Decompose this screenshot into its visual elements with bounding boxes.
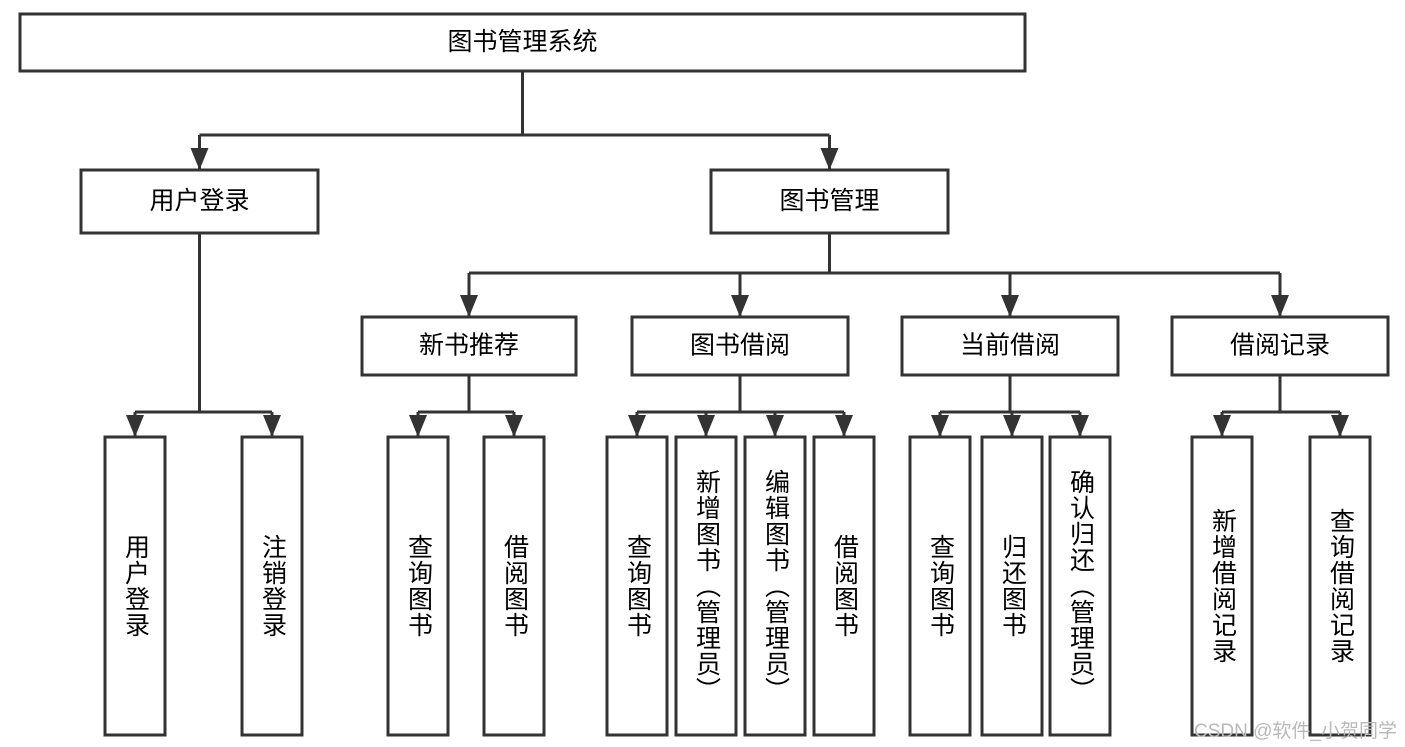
node-book-borrow-label: 图书借阅 bbox=[690, 332, 790, 360]
node-book-borrow[interactable] bbox=[630, 315, 850, 377]
node-leaf-query-book-1[interactable] bbox=[386, 435, 450, 737]
arrow-head-icon-user-login bbox=[190, 148, 209, 170]
arrow-head-icon-leaf-logout bbox=[263, 415, 281, 437]
node-new-book-recommend[interactable] bbox=[360, 315, 578, 377]
watermark-text: CSDN @软件_小贺同学 bbox=[1194, 721, 1397, 742]
arrow-head-icon-current-borrow bbox=[1001, 295, 1019, 317]
node-leaf-query-record[interactable] bbox=[1308, 435, 1372, 737]
node-leaf-confirm-return[interactable] bbox=[1048, 435, 1112, 737]
node-root-label: 图书管理系统 bbox=[447, 28, 597, 56]
node-leaf-logout[interactable] bbox=[240, 435, 304, 737]
arrow-head-icon-new-book-recommend bbox=[460, 295, 478, 317]
node-book-manage[interactable] bbox=[709, 168, 950, 235]
arrow-head-icon-leaf-borrow-book-1 bbox=[505, 415, 523, 437]
node-root[interactable] bbox=[18, 12, 1027, 73]
node-leaf-add-record[interactable] bbox=[1190, 435, 1254, 737]
node-book-manage-label: 图书管理 bbox=[779, 187, 879, 215]
boxes-layer bbox=[18, 12, 1390, 737]
node-borrow-record[interactable] bbox=[1170, 315, 1390, 377]
node-current-borrow[interactable] bbox=[900, 315, 1120, 377]
node-borrow-record-label: 借阅记录 bbox=[1230, 332, 1330, 360]
arrow-head-icon-leaf-return-book bbox=[1003, 415, 1021, 437]
arrow-head-icon-leaf-confirm-return bbox=[1071, 415, 1089, 437]
arrow-head-icon-leaf-query-book-1 bbox=[409, 415, 427, 437]
arrow-head-icon-leaf-add-record bbox=[1213, 415, 1231, 437]
node-leaf-query-book-3[interactable] bbox=[908, 435, 972, 737]
arrow-head-icon-leaf-query-record bbox=[1331, 415, 1349, 437]
arrow-head-icon-leaf-query-book-3 bbox=[931, 415, 949, 437]
node-new-book-recommend-label: 新书推荐 bbox=[419, 332, 519, 360]
arrow-head-icon-leaf-query-book-2 bbox=[628, 415, 646, 437]
arrow-head-icon-leaf-edit-book bbox=[766, 415, 784, 437]
node-leaf-borrow-book-2[interactable] bbox=[812, 435, 876, 737]
node-leaf-edit-book[interactable] bbox=[743, 435, 807, 737]
arrow-head-icon-leaf-add-book bbox=[697, 415, 715, 437]
node-user-login-label: 用户登录 bbox=[149, 187, 249, 215]
arrow-head-icon-leaf-user-login bbox=[126, 415, 144, 437]
node-current-borrow-label: 当前借阅 bbox=[960, 332, 1060, 360]
node-user-login[interactable] bbox=[79, 168, 320, 235]
node-leaf-return-book[interactable] bbox=[980, 435, 1044, 737]
arrow-head-icon-book-borrow bbox=[731, 295, 749, 317]
node-leaf-query-book-2[interactable] bbox=[605, 435, 669, 737]
node-leaf-user-login[interactable] bbox=[103, 435, 167, 737]
arrow-head-icon-leaf-borrow-book-2 bbox=[835, 415, 853, 437]
connectors-layer bbox=[126, 71, 1349, 437]
arrow-head-icon-book-manage bbox=[820, 148, 839, 170]
node-leaf-add-book[interactable] bbox=[674, 435, 738, 737]
arrow-head-icon-borrow-record bbox=[1271, 295, 1289, 317]
node-leaf-borrow-book-1[interactable] bbox=[482, 435, 546, 737]
